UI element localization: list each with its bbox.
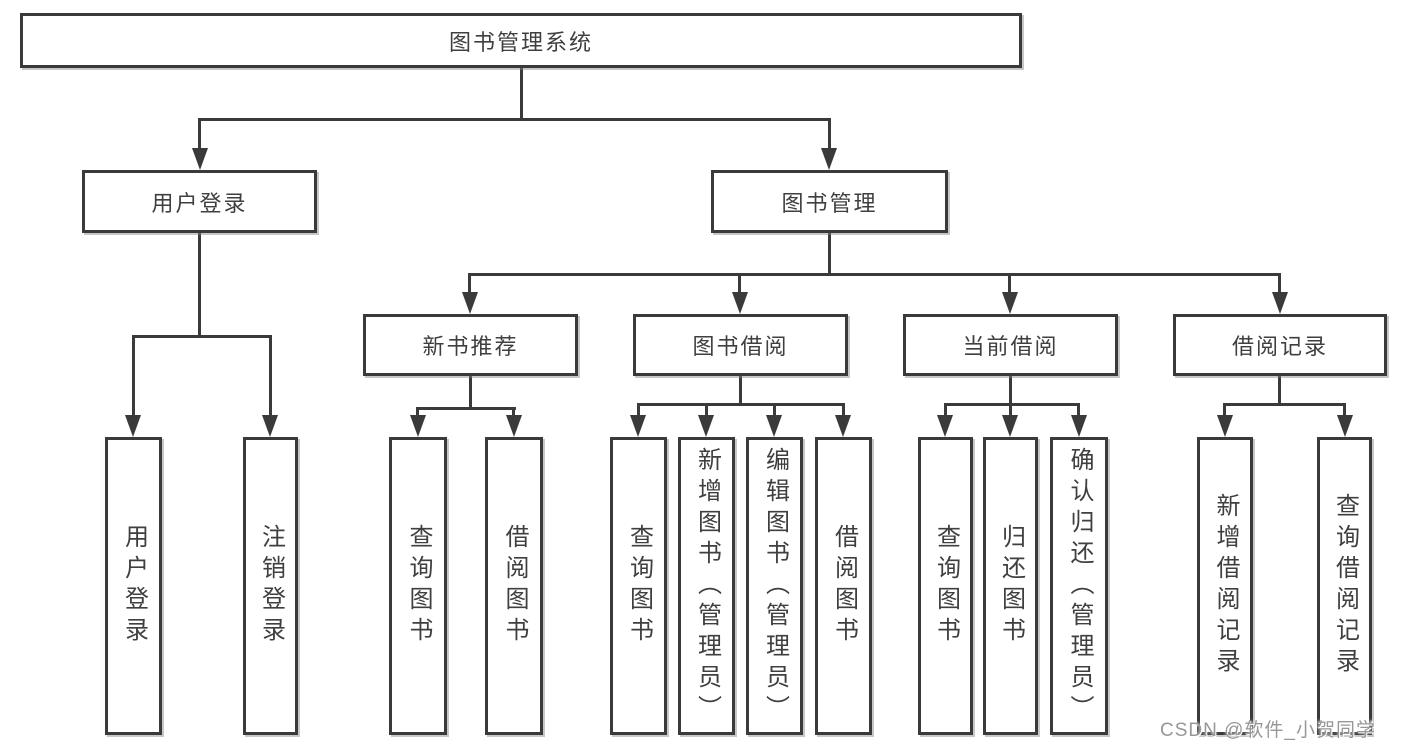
node-query-book-1: 查询图书	[389, 437, 447, 735]
node-label: 用户登录	[120, 524, 148, 648]
connector-line	[944, 403, 947, 415]
arrowhead-down-icon	[1071, 415, 1087, 437]
connector-line	[739, 376, 742, 403]
arrowhead-down-icon	[410, 415, 426, 437]
arrowhead-down-icon	[192, 148, 208, 170]
node-edit-book-admin: 编辑图书（管理员）	[746, 437, 803, 735]
connector-line	[1278, 273, 1281, 292]
node-label: 图书管理	[781, 190, 878, 216]
node-current-borrow: 当前借阅	[903, 314, 1118, 376]
connector-line	[1278, 376, 1281, 403]
node-label: 确认归还（管理员）	[1066, 446, 1093, 726]
node-label: 图书管理系统	[448, 29, 593, 55]
connector-line	[469, 376, 472, 407]
connector-line	[1009, 403, 1012, 415]
node-user-login-leaf: 用户登录	[105, 437, 162, 735]
node-label: 用户登录	[151, 190, 248, 216]
node-borrow-book-2: 借阅图书	[815, 437, 872, 735]
connector-line	[1223, 403, 1226, 415]
node-label: 查询图书	[405, 524, 432, 648]
arrowhead-down-icon	[821, 148, 837, 170]
arrowhead-down-icon	[1002, 415, 1018, 437]
node-label: 新增图书（管理员）	[693, 446, 721, 726]
connector-line	[416, 407, 419, 415]
arrowhead-down-icon	[937, 415, 953, 437]
arrowhead-down-icon	[1337, 415, 1353, 437]
node-borrow-record: 借阅记录	[1173, 314, 1387, 376]
connector-line	[1223, 403, 1346, 406]
arrowhead-down-icon	[506, 415, 522, 437]
arrowhead-down-icon	[1272, 292, 1288, 314]
node-user-login: 用户登录	[82, 170, 317, 233]
connector-line	[520, 68, 523, 118]
connector-line	[269, 335, 272, 415]
connector-line	[512, 407, 515, 415]
connector-line	[637, 403, 844, 406]
connector-line	[828, 233, 831, 273]
node-label: 编辑图书（管理员）	[761, 446, 789, 726]
connector-line	[637, 403, 640, 415]
node-label: 图书借阅	[692, 334, 789, 359]
arrowhead-down-icon	[262, 415, 278, 437]
connector-line	[1077, 403, 1080, 415]
node-root: 图书管理系统	[20, 13, 1022, 68]
connector-line	[198, 118, 201, 148]
node-label: 借阅图书	[501, 524, 528, 648]
node-book-management: 图书管理	[711, 170, 948, 233]
arrowhead-down-icon	[698, 415, 714, 437]
node-label: 查询图书	[625, 524, 653, 648]
connector-line	[468, 273, 471, 292]
connector-line	[132, 335, 272, 338]
node-label: 注销登录	[257, 524, 285, 648]
connector-line	[828, 118, 831, 148]
arrowhead-down-icon	[125, 415, 141, 437]
node-label: 新增借阅记录	[1212, 493, 1239, 679]
node-book-borrow: 图书借阅	[633, 314, 848, 376]
connector-line	[1343, 403, 1346, 415]
node-confirm-return-admin: 确认归还（管理员）	[1050, 437, 1108, 735]
node-label: 新书推荐	[422, 334, 519, 359]
node-query-borrow-record: 查询借阅记录	[1317, 437, 1372, 735]
arrowhead-down-icon	[766, 415, 782, 437]
node-new-book-recommend: 新书推荐	[363, 314, 578, 376]
node-label: 归还图书	[997, 524, 1025, 648]
arrowhead-down-icon	[1217, 415, 1233, 437]
connector-line	[705, 403, 708, 415]
arrowhead-down-icon	[732, 292, 748, 314]
node-label: 借阅图书	[830, 524, 858, 648]
node-label: 查询图书	[932, 524, 960, 648]
node-label: 借阅记录	[1231, 334, 1328, 359]
node-logout: 注销登录	[243, 437, 298, 735]
node-label: 当前借阅	[962, 334, 1059, 359]
watermark: CSDN @软件_小贺同学	[1160, 720, 1376, 741]
node-label: 查询借阅记录	[1331, 493, 1359, 679]
arrowhead-down-icon	[835, 415, 851, 437]
connector-line	[738, 273, 741, 292]
node-query-book-3: 查询图书	[918, 437, 973, 735]
arrowhead-down-icon	[462, 292, 478, 314]
connector-line	[469, 273, 1281, 276]
arrowhead-down-icon	[1002, 292, 1018, 314]
connector-line	[1009, 376, 1012, 403]
connector-line	[198, 118, 831, 121]
connector-line	[416, 407, 516, 410]
connector-line	[842, 403, 845, 415]
node-query-book-2: 查询图书	[610, 437, 667, 735]
connector-line	[1008, 273, 1011, 292]
connector-line	[132, 335, 135, 415]
connector-line	[944, 403, 1080, 406]
arrowhead-down-icon	[630, 415, 646, 437]
node-borrow-book-1: 借阅图书	[485, 437, 543, 735]
node-return-book: 归还图书	[983, 437, 1038, 735]
node-add-book-admin: 新增图书（管理员）	[678, 437, 735, 735]
connector-line	[773, 403, 776, 415]
connector-line	[198, 233, 201, 335]
node-add-borrow-record: 新增借阅记录	[1197, 437, 1253, 735]
